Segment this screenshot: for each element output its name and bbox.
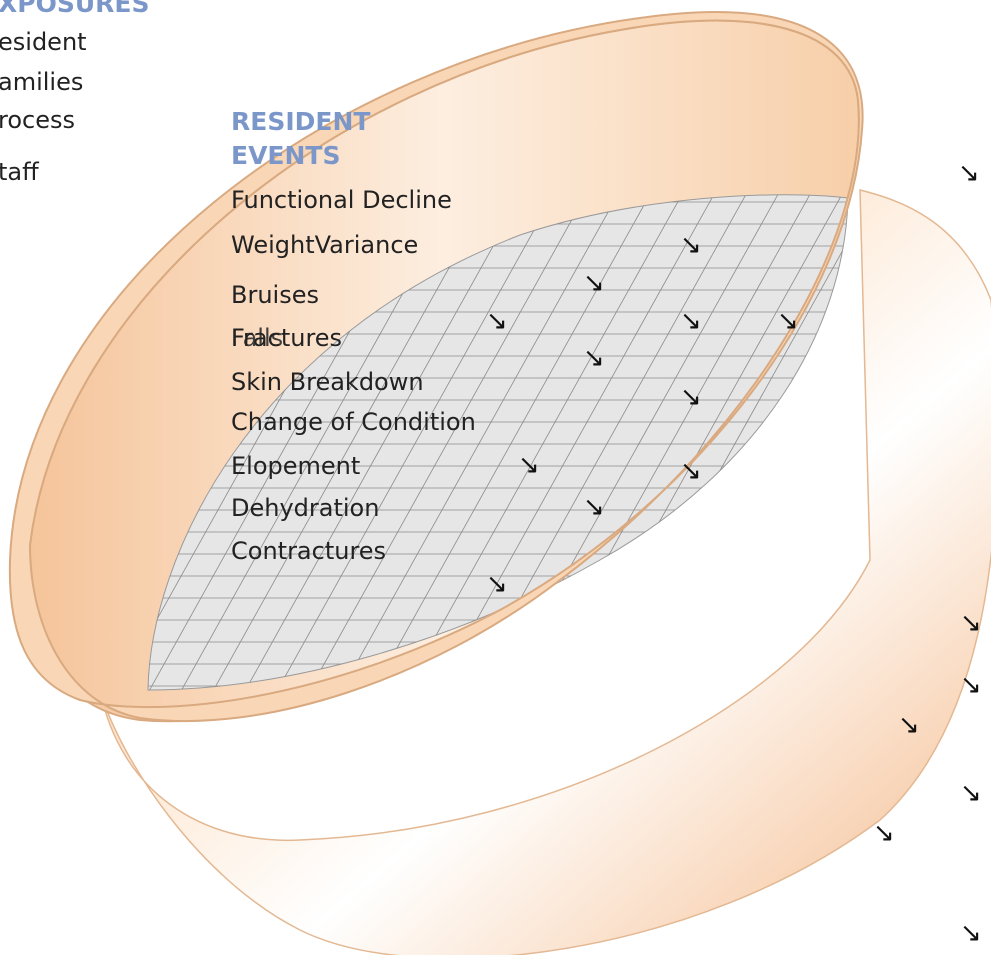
mesh-line [303, 194, 595, 690]
arrow-icon: ↘ [486, 306, 508, 336]
mesh-line [239, 194, 531, 690]
event-item-contractures: Contractures [231, 537, 387, 565]
mesh-line [271, 194, 563, 690]
exposure-item: esident [0, 28, 87, 56]
event-item-elopement: Elopement [231, 452, 361, 480]
arrow-icon: ↘ [680, 456, 702, 486]
event-item-weight-variance: WeightVariance [231, 231, 419, 259]
mesh-line [399, 194, 691, 690]
event-item-functional-decline: Functional Decline [231, 186, 452, 214]
arrow-icon: ↘ [777, 306, 799, 336]
arrow-icon: ↘ [960, 778, 982, 808]
arrow-icon: ↘ [583, 268, 605, 298]
arrow-icon: ↘ [960, 608, 982, 638]
arrow-icon: ↘ [960, 670, 982, 700]
event-item-change-of-condition: Change of Condition [231, 408, 476, 436]
sieve-outer-body [99, 189, 991, 955]
arrow-icon: ↘ [960, 918, 982, 948]
arrow-icon: ↘ [898, 710, 920, 740]
exposure-item: amilies [0, 68, 84, 96]
arrow-icon: ↘ [680, 230, 702, 260]
event-item-fractures: Fractures [231, 324, 343, 352]
resident-events-heading-line2: EVENTS [231, 141, 341, 170]
event-item-skin-breakdown: Skin Breakdown [231, 368, 424, 396]
arrow-icon: ↘ [958, 158, 980, 188]
mesh-line [335, 194, 627, 690]
exposures-heading: XPOSURES [0, 0, 150, 18]
event-item-dehydration: Dehydration [231, 494, 380, 522]
sieve-rim [8, 11, 864, 723]
arrow-icon: ↘ [873, 818, 895, 848]
arrow-icon: ↘ [518, 450, 540, 480]
arrow-icon: ↘ [583, 343, 605, 373]
arrow-icon: ↘ [680, 306, 702, 336]
event-item-falls: Falls [231, 324, 284, 352]
arrow-icon: ↘ [583, 492, 605, 522]
mesh-line [431, 194, 723, 690]
exposure-item: rocess [0, 106, 75, 134]
mesh-line [367, 194, 659, 690]
arrow-icon: ↘ [486, 569, 508, 599]
arrow-icon: ↘ [680, 382, 702, 412]
resident-events-heading-line1: RESIDENT [231, 107, 371, 136]
exposure-item: taff [0, 158, 39, 186]
event-item-bruises: Bruises [231, 281, 319, 309]
